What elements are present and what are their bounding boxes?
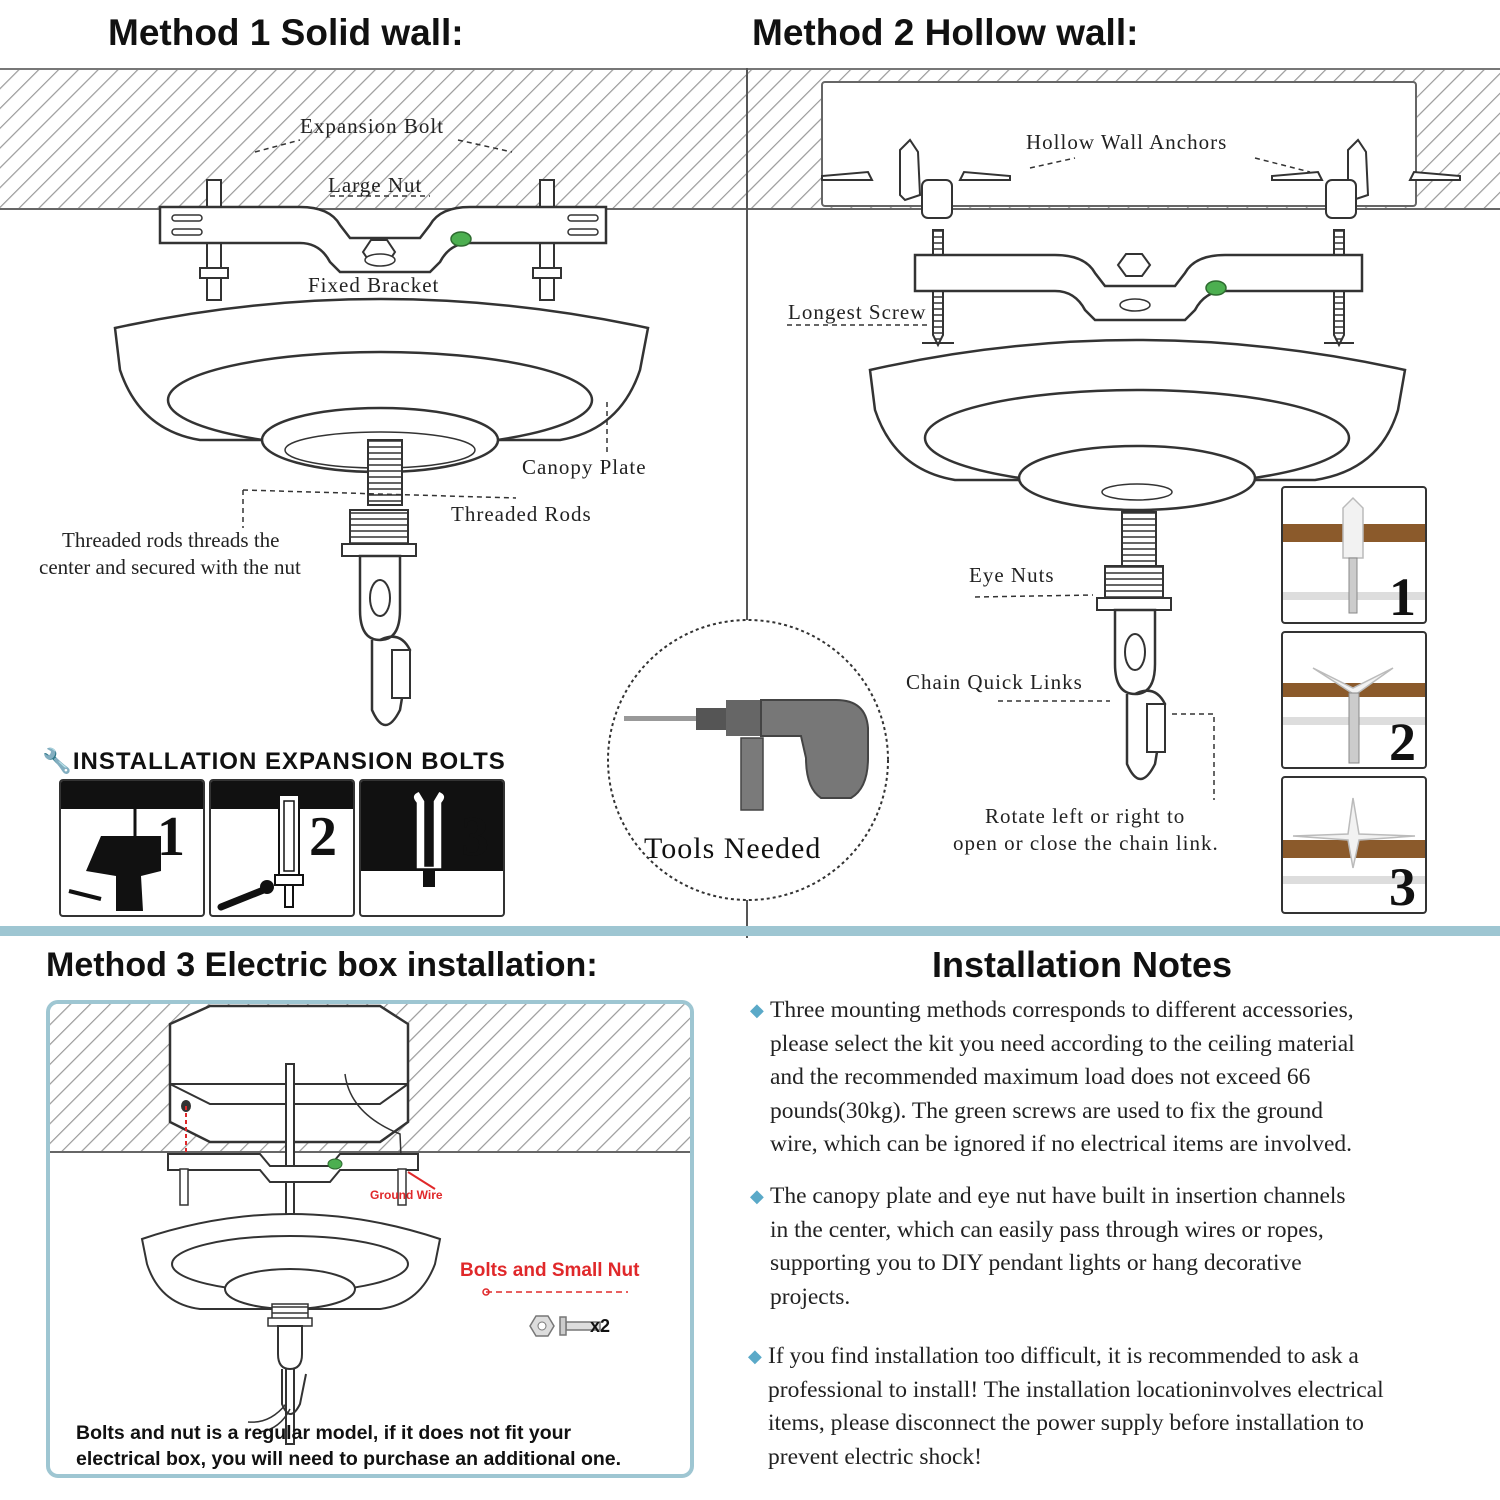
- tools-needed-label: Tools Needed: [644, 832, 822, 865]
- method1-step-3: 3: [359, 779, 505, 917]
- method3-panel: Ground Wire Bolts and Small Nut x2 Bolts…: [46, 1000, 694, 1478]
- ground-wire-label: Ground Wire: [370, 1188, 443, 1202]
- note-item-2: ◆ The canopy plate and eye nut have buil…: [750, 1180, 1490, 1314]
- tools-needed-circle: [607, 619, 889, 901]
- bolts-quantity: x2: [590, 1316, 611, 1336]
- step-number: 3: [1389, 857, 1416, 914]
- label-threaded-rods: Threaded Rods: [451, 502, 592, 526]
- method2-step-2: 2: [1281, 631, 1427, 769]
- label-threaded-note-2: center and secured with the nut: [39, 555, 301, 579]
- method2-diagram: [787, 138, 1461, 800]
- method3-title: Method 3 Electric box installation:: [46, 946, 598, 984]
- bolts-small-nut-label: Bolts and Small Nut: [460, 1260, 640, 1281]
- label-hollow-wall-anchors: Hollow Wall Anchors: [1026, 130, 1228, 154]
- drill-icon: [624, 699, 869, 811]
- method2-step-1: 1: [1281, 486, 1427, 624]
- step-number: 1: [1389, 567, 1416, 624]
- method1-step-2: 2: [209, 779, 355, 917]
- label-threaded-note-1: Threaded rods threads the: [62, 528, 280, 552]
- step-number: 2: [1389, 712, 1416, 769]
- method1-diagram: [113, 139, 650, 727]
- diamond-bullet-icon: ◆: [750, 1000, 764, 1020]
- label-expansion-bolt: Expansion Bolt: [300, 114, 445, 138]
- label-longest-screw: Longest Screw: [788, 300, 927, 324]
- note-item-3: ◆ If you find installation too difficult…: [748, 1340, 1488, 1474]
- label-chain-quick-links: Chain Quick Links: [906, 670, 1083, 694]
- installation-notes-title: Installation Notes: [932, 944, 1233, 985]
- section-divider-band: [0, 926, 1500, 936]
- method2-title: Method 2 Hollow wall:: [752, 12, 1139, 53]
- method1-step-1: 1: [59, 779, 205, 917]
- note-item-1: ◆ Three mounting methods corresponds to …: [750, 994, 1490, 1162]
- label-eye-nuts: Eye Nuts: [969, 563, 1055, 587]
- label-rotate-1: Rotate left or right to: [985, 804, 1186, 828]
- method1-title: Method 1 Solid wall:: [108, 12, 464, 53]
- label-rotate-2: open or close the chain link.: [953, 831, 1219, 855]
- diamond-bullet-icon: ◆: [748, 1346, 762, 1366]
- label-fixed-bracket: Fixed Bracket: [308, 273, 440, 297]
- method3-footer-1: Bolts and nut is a regular model, if it …: [76, 1422, 572, 1444]
- step-number: 1: [157, 806, 185, 868]
- wrench-icon: 🔧: [42, 748, 73, 775]
- steps-heading: 🔧INSTALLATION EXPANSION BOLTS: [42, 748, 506, 775]
- label-large-nut: Large Nut: [328, 173, 423, 197]
- method2-step-3: 3: [1281, 776, 1427, 914]
- step-number: 3: [461, 806, 489, 868]
- method3-footer-2: electrical box, you will need to purchas…: [76, 1448, 622, 1470]
- label-canopy-plate: Canopy Plate: [522, 455, 647, 479]
- step-number: 2: [309, 806, 337, 868]
- diamond-bullet-icon: ◆: [750, 1186, 764, 1206]
